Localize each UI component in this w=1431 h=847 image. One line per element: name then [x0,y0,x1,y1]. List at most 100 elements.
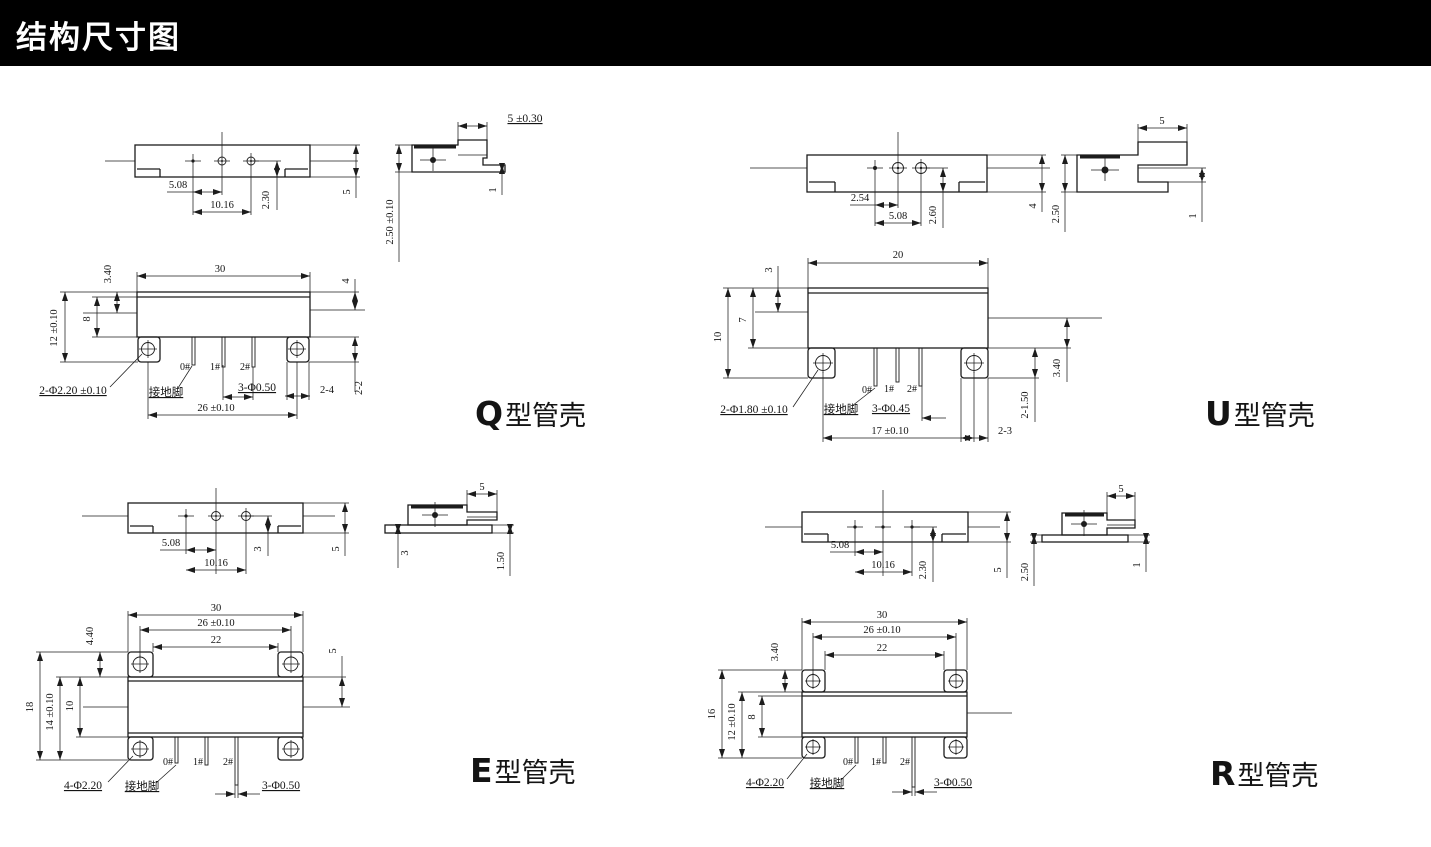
r-panel-svg: 5.08 10.16 2.30 5 5 2.50 1 [707,484,1318,796]
type-label-suffix: 型管壳 [495,758,576,788]
leader-label: 3-Φ0.50 [262,780,300,792]
dim-label: 22 [211,635,222,646]
dim-label: 12 ±0.10 [49,309,60,346]
leader-label: 4-Φ2.20 [746,777,784,789]
dim-label: 22 [877,643,888,654]
r-side-view: 5 2.50 1 [1020,484,1150,586]
q-front-view: 0# 1# 2# 30 4 3.40 8 12 ±0.10 2-Φ2.20 ±0… [39,264,365,419]
dim-label: 2-3 [998,426,1012,437]
leader-label: 4-Φ2.20 [64,780,102,792]
dim-label: 8 [747,714,758,719]
dim-label: 5.08 [169,180,187,191]
dim-label: 2.50 [1020,563,1031,581]
dim-label: 17 ±0.10 [871,426,908,437]
dim-label: 4 [1028,203,1039,209]
dim-label: 3 [764,267,775,272]
u-top-view: 2.54 5.08 2.60 4 [750,132,1050,228]
pin-label: 0# [843,757,853,768]
leader-label: 接地脚 [810,776,845,790]
r-front-view: 0# 1# 2# 30 26 ±0.10 22 3.40 8 12 ±0.10 … [707,610,1012,796]
pin-label: 2# [900,757,910,768]
leader-label: 3-Φ0.50 [238,382,276,394]
pin-label: 0# [180,362,190,373]
leader-label: 3-Φ0.45 [872,403,910,415]
dim-label: 30 [211,603,222,614]
type-label-letter: Q [475,394,503,433]
pin-label: 2# [907,384,917,395]
dim-label: 3 [400,550,411,555]
e-front-view: 0# 1# 2# 30 26 ±0.10 22 4.40 10 14 ±0.10 [25,603,350,798]
type-label-letter: E [470,751,493,790]
type-label-letter: R [1210,754,1235,793]
dim-label: 10.16 [204,558,228,569]
dim-label: 30 [215,264,226,275]
dim-label: 10 [713,332,724,343]
type-label-suffix: 型管壳 [505,401,586,431]
e-type-label: E型管壳 [470,751,576,790]
dim-label: 2.60 [928,206,939,224]
dim-label: 5 [331,546,342,551]
pin-label: 1# [210,362,220,373]
dim-label: 16 [707,709,718,720]
pin-label: 1# [193,757,203,768]
dim-label: 5 ±0.30 [507,113,542,125]
dim-label: 3.40 [103,265,114,283]
dim-label: 1 [1188,213,1199,218]
type-label-suffix: 型管壳 [1237,761,1318,791]
dim-label: 8 [82,316,93,321]
dim-label: 5.08 [831,540,849,551]
dim-label: 2-4 [320,385,335,396]
dim-label: 2.50 [1051,205,1062,223]
dim-label: 12 ±0.10 [727,703,738,740]
leader-label: 2-Φ2.20 ±0.10 [39,385,107,397]
leader-label: 3-Φ0.50 [934,777,972,789]
section-header: 结构尺寸图 [0,0,1431,66]
leader-label: 2-Φ1.80 ±0.10 [720,404,788,416]
q-top-view: 5.08 10.16 2.30 5 [105,132,360,215]
u-side-view: 5 2.50 1 [1051,116,1206,232]
dim-label: 14 ±0.10 [45,693,56,730]
dim-label: 3.40 [1052,359,1063,377]
type-label-suffix: 型管壳 [1234,401,1315,431]
dim-label: 3 [253,546,264,551]
leader-label: 接地脚 [149,385,184,399]
q-panel-svg: 5.08 10.16 2.30 5 5 ±0.30 1 2.50 ±0.10 [39,113,586,433]
dim-label: 5 [1159,116,1164,127]
pin-label: 2# [240,362,250,373]
dim-label: 5 [1118,484,1123,495]
dim-label: 1.50 [496,552,507,570]
q-type-label: Q型管壳 [475,394,586,433]
type-label-letter: U [1205,394,1232,433]
dim-label: 5 [342,189,353,194]
pin-label: 1# [884,384,894,395]
leader-label: 接地脚 [824,402,859,416]
u-front-view: 0# 1# 2# 20 3 7 10 3.40 2-1.50 17 [713,250,1102,442]
pin-label: 2# [223,757,233,768]
dim-label: 20 [893,250,904,261]
dim-label: 5.08 [162,538,180,549]
dim-label: 10.16 [871,560,895,571]
dim-label: 10.16 [210,200,234,211]
dim-label: 2-2 [354,381,365,395]
e-panel-svg: 5.08 10.16 3 5 5 1.50 3 [25,482,576,798]
dim-label: 26 ±0.10 [197,403,234,414]
dim-label: 5 [993,567,1004,572]
dim-label: 4 [341,278,352,284]
dim-label: 2.54 [851,193,870,204]
dim-label: 2-1.50 [1020,391,1031,418]
e-top-view: 5.08 10.16 3 5 [82,488,349,574]
u-type-label: U型管壳 [1205,394,1315,433]
e-side-view: 5 1.50 3 [384,482,514,576]
leader-label: 接地脚 [125,779,160,793]
dim-label: 2.50 ±0.10 [385,199,396,244]
dim-label: 1 [488,187,499,192]
dim-label: 2.30 [261,191,272,209]
pin-label: 0# [163,757,173,768]
dim-label: 1 [1132,562,1143,567]
dim-label: 5.08 [889,211,907,222]
dim-label: 2.30 [918,561,929,579]
dim-label: 4.40 [85,627,96,645]
pin-label: 1# [871,757,881,768]
q-side-view: 5 ±0.30 1 2.50 ±0.10 [385,113,543,262]
